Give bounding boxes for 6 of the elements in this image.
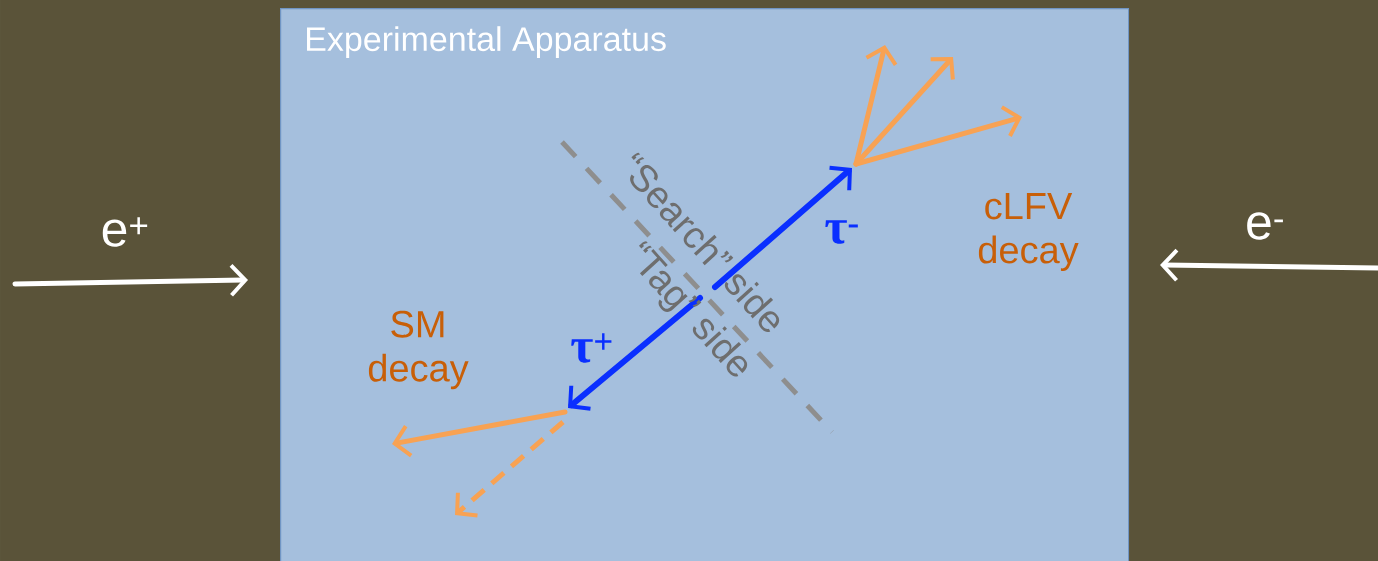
particle-label: e$^{+}$ <box>102 217 148 247</box>
decay-label: SM decay <box>368 310 469 390</box>
decay-label: cLFV decay <box>978 193 1079 271</box>
particle-label: τ$^{-}$ <box>825 220 858 244</box>
particle-label: τ$^{+}$ <box>571 333 612 363</box>
particle-label: e$^{-}$ <box>1247 212 1283 240</box>
